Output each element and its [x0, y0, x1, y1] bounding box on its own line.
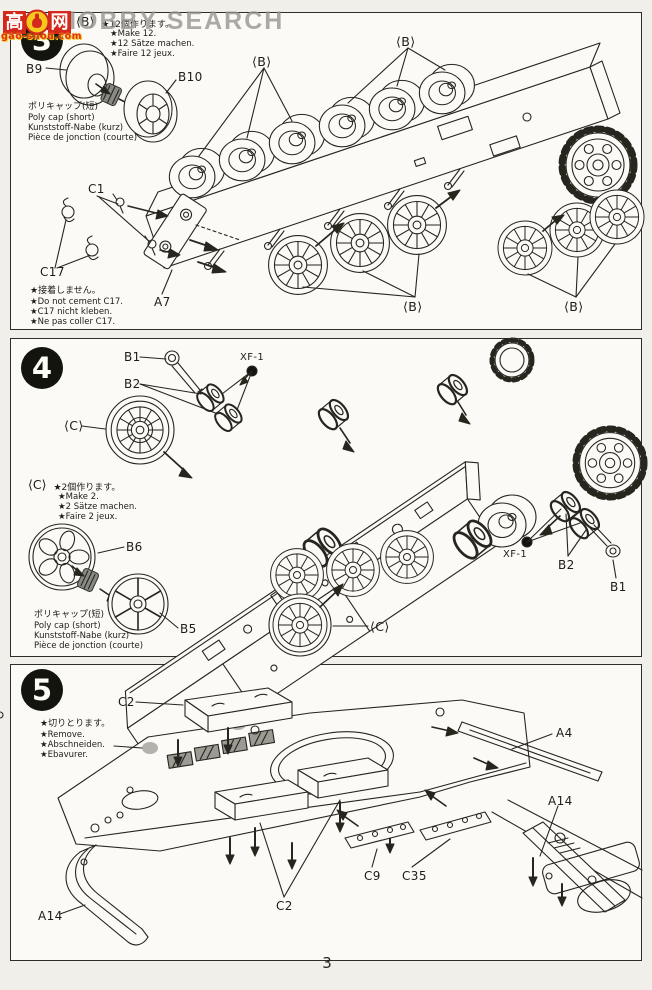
paint-label-xf1-bottom: XF-1 — [503, 549, 528, 560]
part-label-b9: B9 — [26, 62, 43, 76]
step-4-number-badge: 4 — [21, 347, 63, 389]
part-label-b10: B10 — [178, 70, 203, 84]
watermark: HOBBY SEARCH 高 网 gao-shou.com — [0, 0, 300, 50]
step3-make-note-jp: ★12個作ります。 — [101, 20, 174, 30]
polycap-note-de-2: Kunststoff-Nabe (kurz) — [34, 631, 130, 641]
watermark-site-text: gao-shou.com — [1, 31, 83, 42]
step4-make-note-translations: ★Make 2. ★2 Sätze machen. ★Faire 2 jeux. — [58, 492, 137, 522]
polycap-note-de: Kunststoff-Nabe (kurz) — [28, 123, 124, 133]
watermark-fist-icon — [24, 9, 50, 35]
step4-make-note-fr: ★Faire 2 jeux. — [58, 512, 118, 522]
part-label-b6: B6 — [126, 540, 143, 554]
watermark-brand-text: HOBBY SEARCH — [58, 7, 285, 35]
cement-note-jp: ★接着しません。 — [30, 286, 101, 296]
remove-note-en: ★Remove. — [40, 730, 85, 740]
step4-make-note-header: ⟨C⟩ ★2個作ります。 — [28, 477, 120, 493]
part-label-c35: C35 — [402, 869, 427, 883]
remove-note-de: ★Abschneiden. — [40, 740, 106, 750]
polycap-note-en: Poly cap (short) — [28, 113, 95, 123]
part-label-a4: A4 — [556, 726, 573, 740]
part-label-c17: C17 — [40, 265, 65, 279]
polycap-note-fr-2: Pièce de jonction (courte) — [34, 641, 144, 651]
step4-c-tag-header: ⟨C⟩ — [28, 477, 47, 492]
step-5-panel — [10, 664, 642, 961]
watermark-logo-right-char: 网 — [48, 10, 71, 34]
step-5-number-badge: 5 — [21, 669, 63, 711]
part-label-c2-bottom: C2 — [276, 899, 293, 913]
cement-note-fr: ★Ne pas coller C17. — [30, 317, 116, 327]
assembly-tag-b-4: ⟨B⟩ — [564, 299, 584, 314]
part-label-b1-bottom: B1 — [610, 580, 627, 594]
remove-note-jp: ★切りとります。 — [40, 719, 111, 729]
part-label-c9: C9 — [364, 869, 381, 883]
assembly-tag-b-1: ⟨B⟩ — [252, 54, 272, 69]
polycap-note-jp-2: ポリキャップ(短) — [34, 610, 105, 620]
step4-make-note-de: ★2 Sätze machen. — [58, 502, 137, 512]
remove-note-fr: ★Ebavurer. — [40, 750, 88, 760]
part-label-b1-top: B1 — [124, 350, 141, 364]
part-label-a14-right: A14 — [548, 794, 573, 808]
assembly-tag-b-3: ⟨B⟩ — [403, 299, 423, 314]
part-label-c2-top: C2 — [118, 695, 135, 709]
step3-make-note-header: ⟨B⟩ ★12個作ります。 — [76, 14, 174, 30]
step3-b-tag-header: ⟨B⟩ — [76, 14, 95, 29]
step3-make-note-fr: ★Faire 12 jeux. — [110, 49, 175, 59]
assembly-tag-c-left: ⟨C⟩ — [64, 418, 84, 433]
step3-polycap-note: ポリキャップ(短) Poly cap (short) Kunststoff-Na… — [28, 102, 137, 143]
step-3-panel — [10, 12, 642, 330]
step3-cement-note: ★接着しません。 ★Do not cement C17. ★C17 nicht … — [30, 286, 123, 327]
polycap-note-en-2: Poly cap (short) — [34, 621, 101, 631]
step4-make-note-en: ★Make 2. — [58, 492, 99, 502]
part-label-b5: B5 — [180, 622, 197, 636]
part-label-a7: A7 — [154, 295, 171, 309]
part-label-b2-top: B2 — [124, 377, 141, 391]
page-number: 3 — [322, 954, 332, 972]
polycap-note-fr: Pièce de jonction (courte) — [28, 133, 138, 143]
step4-make-note-jp: ★2個作ります。 — [53, 483, 121, 493]
watermark-logo: 高 网 — [3, 9, 71, 35]
step3-make-note-en: ★Make 12. — [110, 29, 157, 39]
cement-note-en: ★Do not cement C17. — [30, 297, 123, 307]
step5-remove-note: ★切りとります。 ★Remove. ★Abschneiden. ★Ebavure… — [40, 719, 110, 760]
paint-label-xf1-top: XF-1 — [240, 352, 265, 363]
part-label-c1: C1 — [88, 182, 105, 196]
watermark-logo-left-char: 高 — [3, 10, 26, 34]
part-label-a14-left: A14 — [38, 909, 63, 923]
polycap-note-jp: ポリキャップ(短) — [28, 102, 99, 112]
cement-note-de: ★C17 nicht kleben. — [30, 307, 113, 317]
assembly-tag-c-bottom: ⟨C⟩ — [370, 619, 390, 634]
step4-polycap-note: ポリキャップ(短) Poly cap (short) Kunststoff-Na… — [34, 610, 143, 651]
part-label-b2-bottom: B2 — [558, 558, 575, 572]
assembly-tag-b-2: ⟨B⟩ — [396, 34, 416, 49]
